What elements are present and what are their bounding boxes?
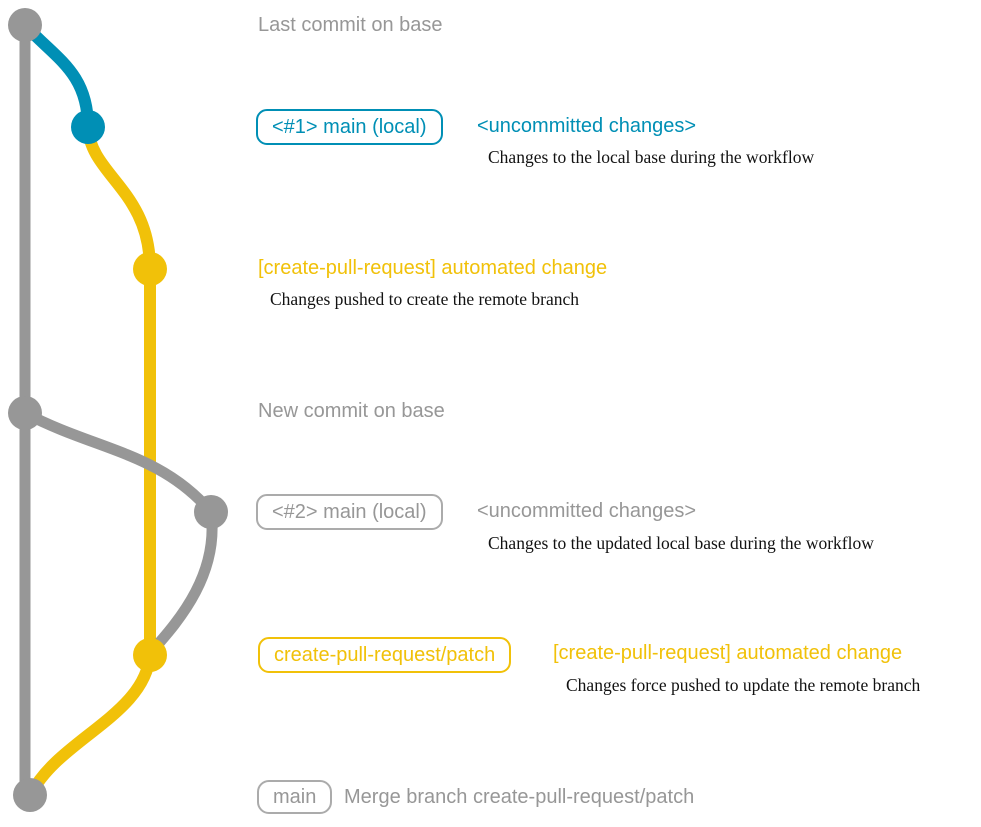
commit-message-automated-change-1: [create-pull-request] automated change: [258, 257, 608, 279]
branch-label-main-local-2: <#2> main (local): [256, 494, 443, 530]
commit-description-automated-change-1: Changes pushed to create the remote bran…: [270, 289, 580, 309]
commit-node-last-commit-on-base: [8, 8, 42, 42]
commit-node-merge-commit: [13, 778, 47, 812]
branch-label-create-pull-request-patch: create-pull-request/patch: [258, 637, 512, 673]
branch-label-main-local-1: <#1> main (local): [256, 109, 443, 145]
commit-description-uncommitted-changes-2: Changes to the updated local base during…: [488, 533, 874, 553]
commit-message-uncommitted-changes-1: <uncommitted changes>: [477, 115, 697, 137]
commit-node-new-commit-on-base: [8, 396, 42, 430]
local-main-branch-line: [19, 19, 94, 133]
branch-label-main: main: [257, 780, 333, 814]
commit-node-uncommitted-2: [194, 495, 228, 529]
updated-local-main-merge-line: [145, 506, 218, 658]
commit-message-automated-change-2: [create-pull-request] automated change: [553, 642, 903, 664]
commit-message-last-commit-on-base: Last commit on base: [258, 14, 443, 36]
commit-node-automated-change-2: [133, 638, 167, 672]
commit-message-new-commit-on-base: New commit on base: [258, 400, 445, 422]
commit-message-merge-branch: Merge branch create-pull-request/patch: [344, 786, 695, 808]
commit-node-uncommitted-1: [71, 110, 105, 144]
commit-description-automated-change-2: Changes force pushed to update the remot…: [566, 675, 921, 695]
commit-node-automated-change-1: [133, 252, 167, 286]
commit-message-uncommitted-changes-2: <uncommitted changes>: [477, 500, 697, 522]
updated-local-main-branch-out-line: [19, 407, 217, 518]
commit-description-uncommitted-changes-1: Changes to the local base during the wor…: [488, 147, 815, 167]
